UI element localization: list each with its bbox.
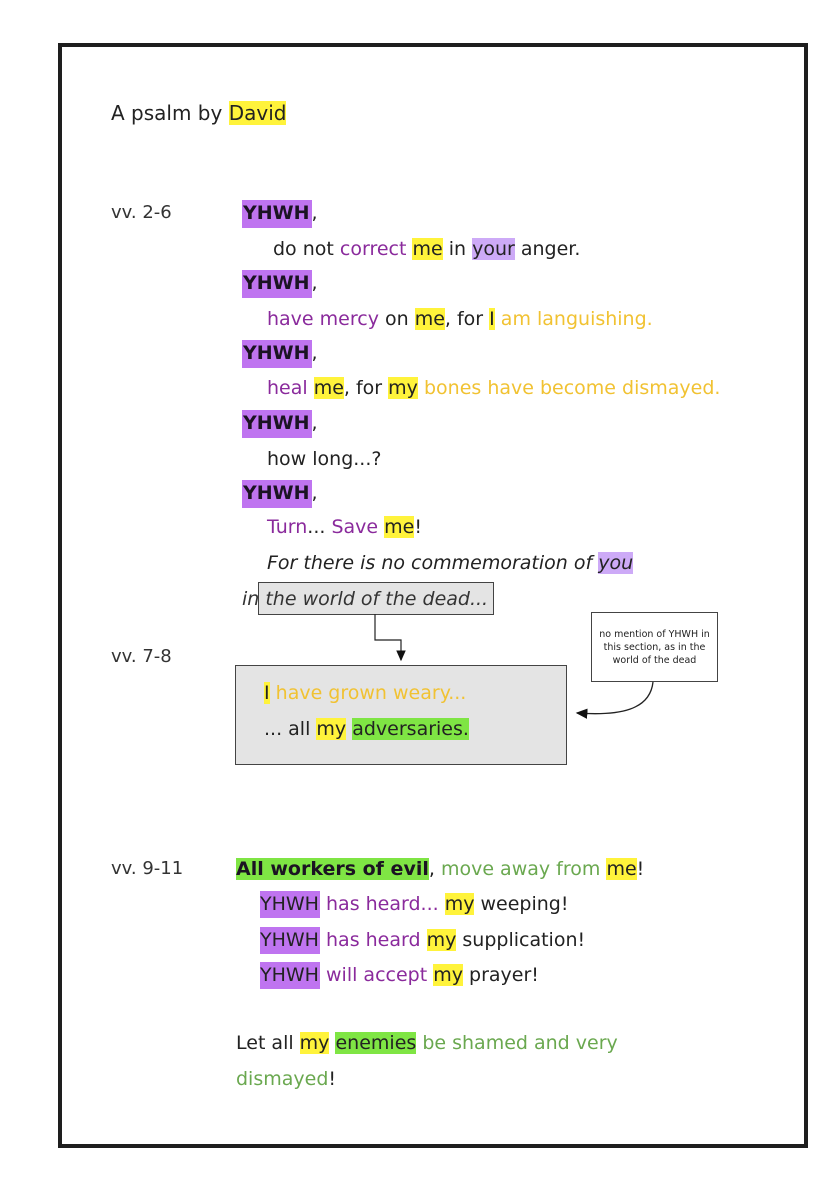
world-of-dead-box bbox=[258, 582, 494, 615]
text: anger. bbox=[514, 238, 581, 260]
speaker-state: bones have become dismayed. bbox=[417, 377, 721, 399]
section-box-vv-7-8 bbox=[235, 665, 567, 765]
world-of-dead-text: in the world of the dead bbox=[242, 588, 470, 610]
title-david: David bbox=[228, 101, 287, 125]
verse-line: ... all my adversaries. bbox=[264, 714, 469, 744]
yhwh-address: YHWH bbox=[242, 410, 312, 438]
text: prayer! bbox=[462, 964, 539, 986]
text: on bbox=[378, 308, 415, 330]
verse-line: dismayed! bbox=[236, 1064, 336, 1094]
verse-line: YHWH will accept my prayer! bbox=[260, 960, 539, 990]
verse-line: have mercy on me, for I am languishing. bbox=[267, 304, 653, 334]
note-text: no mention of YHWH in this section, as i… bbox=[599, 628, 710, 666]
page-frame bbox=[58, 43, 808, 1148]
yhwh-line-4: YHWH, bbox=[242, 408, 318, 438]
speaker-word: my bbox=[316, 718, 347, 740]
comma: , bbox=[311, 342, 318, 364]
text: , bbox=[428, 858, 441, 880]
yhwh-action: has heard... bbox=[319, 893, 445, 915]
enemies-word: adversaries. bbox=[352, 718, 469, 740]
text: supplication! bbox=[456, 929, 586, 951]
speaker-word: me bbox=[606, 858, 637, 880]
yhwh-name: YHWH bbox=[260, 927, 320, 954]
comma: , bbox=[311, 272, 318, 294]
text: , for bbox=[343, 377, 389, 399]
text: do not bbox=[273, 238, 340, 260]
psalm-title: A psalm by David bbox=[111, 98, 287, 128]
section-label-vv-2-6: vv. 2-6 bbox=[111, 202, 172, 223]
speaker-word: I bbox=[264, 682, 270, 704]
speaker-word: my bbox=[426, 929, 457, 951]
enemies-phrase: All workers of evil bbox=[236, 858, 429, 880]
enemies-fate: dismayed bbox=[236, 1068, 329, 1090]
yhwh-line-1: YHWH, bbox=[242, 198, 318, 228]
speaker-word: me bbox=[414, 308, 445, 330]
verse-line: YHWH has heard... my weeping! bbox=[260, 889, 569, 919]
title-prefix: A psalm by bbox=[111, 101, 229, 125]
comma: , bbox=[311, 412, 318, 434]
verse-line: YHWH has heard my supplication! bbox=[260, 925, 585, 955]
section-label-vv-9-11: vv. 9-11 bbox=[111, 858, 184, 879]
yhwh-line-5: YHWH, bbox=[242, 478, 318, 508]
yhwh-name: YHWH bbox=[260, 962, 320, 989]
speaker-word: my bbox=[388, 377, 418, 399]
verse-line: Turn... Save me! bbox=[267, 512, 422, 542]
text: how long...? bbox=[267, 448, 382, 470]
speaker-word: my bbox=[444, 893, 475, 915]
text: ! bbox=[328, 1068, 337, 1090]
verse-line: For there is no commemoration of you bbox=[267, 548, 634, 578]
text: ... all bbox=[264, 718, 317, 740]
section-label-vv-7-8: vv. 7-8 bbox=[111, 646, 172, 667]
yhwh-action: correct bbox=[339, 238, 407, 260]
enemies-fate: be shamed and very bbox=[416, 1032, 618, 1054]
enemies-word: enemies bbox=[335, 1032, 417, 1054]
verse-line: heal me, for my bones have become dismay… bbox=[267, 373, 720, 403]
yhwh-address: YHWH bbox=[242, 480, 312, 508]
speaker-state: am languishing. bbox=[494, 308, 653, 330]
comma: , bbox=[311, 482, 318, 504]
verse-line: Let all my enemies be shamed and very bbox=[236, 1028, 618, 1058]
yhwh-address: YHWH bbox=[242, 200, 312, 228]
yhwh-action: have mercy bbox=[267, 308, 379, 330]
enemies-action: move away from bbox=[440, 858, 607, 880]
speaker-word: me bbox=[313, 377, 344, 399]
annotation-note: no mention of YHWH in this section, as i… bbox=[591, 612, 718, 682]
text: ... bbox=[307, 516, 332, 538]
yhwh-pronoun: you bbox=[598, 552, 634, 574]
text: in bbox=[442, 238, 473, 260]
yhwh-name: YHWH bbox=[260, 891, 320, 918]
yhwh-pronoun: your bbox=[472, 238, 515, 260]
text: For there is no commemoration of bbox=[267, 552, 599, 574]
yhwh-address: YHWH bbox=[242, 270, 312, 298]
yhwh-address: YHWH bbox=[242, 340, 312, 368]
yhwh-action: heal bbox=[267, 377, 308, 399]
verse-line: I have grown weary... bbox=[264, 678, 466, 708]
comma: , bbox=[311, 202, 318, 224]
text: ... bbox=[469, 588, 489, 610]
text: , for bbox=[444, 308, 490, 330]
text: Let all bbox=[236, 1032, 300, 1054]
speaker-word: I bbox=[489, 308, 495, 330]
verse-line: how long...? bbox=[267, 444, 381, 474]
speaker-word: me bbox=[384, 516, 415, 538]
verse-line: All workers of evil, move away from me! bbox=[236, 854, 644, 884]
speaker-word: my bbox=[299, 1032, 330, 1054]
yhwh-action: Turn bbox=[267, 516, 308, 538]
verse-line: do not correct me in your anger. bbox=[273, 234, 580, 264]
speaker-word: my bbox=[433, 964, 463, 986]
text: weeping! bbox=[474, 893, 569, 915]
yhwh-line-2: YHWH, bbox=[242, 268, 318, 298]
yhwh-action: has heard bbox=[319, 929, 427, 951]
text: ! bbox=[636, 858, 645, 880]
text bbox=[308, 377, 314, 399]
yhwh-action: will accept bbox=[319, 964, 434, 986]
text: ! bbox=[414, 516, 422, 538]
yhwh-action: Save bbox=[331, 516, 379, 538]
speaker-word: me bbox=[412, 238, 443, 260]
verse-line: in the world of the dead... bbox=[242, 584, 488, 614]
yhwh-line-3: YHWH, bbox=[242, 338, 318, 368]
speaker-state: have grown weary... bbox=[269, 682, 467, 704]
